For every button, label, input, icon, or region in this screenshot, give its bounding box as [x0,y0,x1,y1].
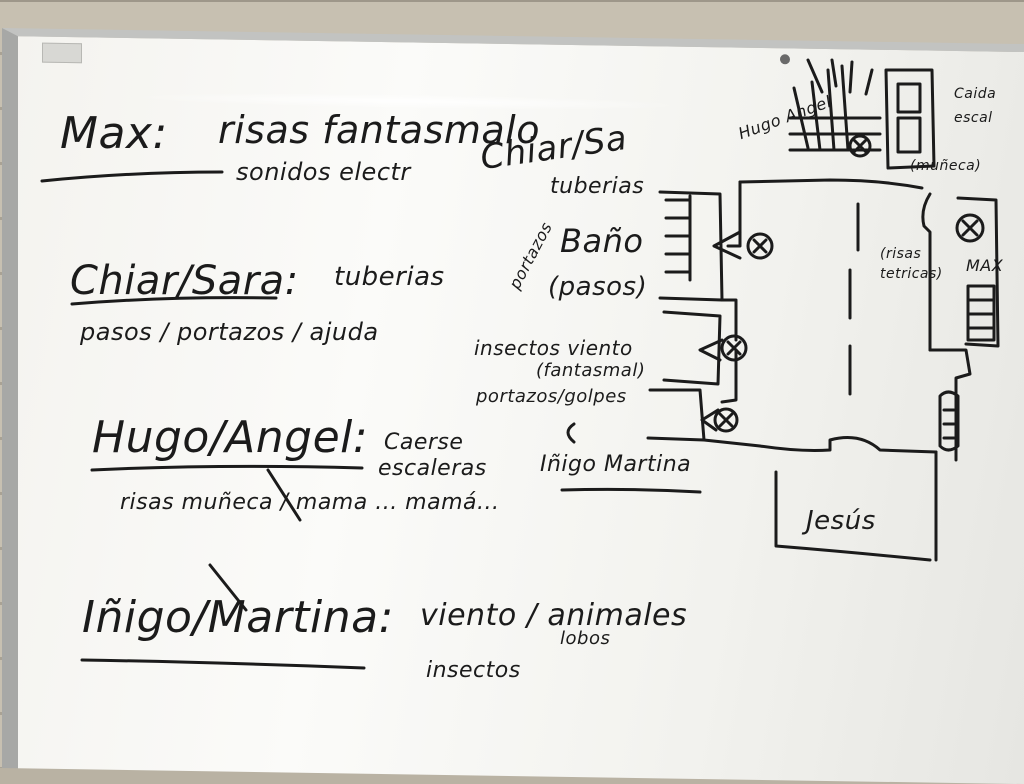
note-chiara-line1: tuberias [334,262,445,292]
note-max-line1: risas fantasmalo [218,108,540,152]
map-label-caida-b: escal [954,110,993,126]
note-chiara-line2: pasos / portazos / ajuda [80,318,379,346]
map-label-caida: Caida [954,86,997,102]
map-label-jesus: Jesús [806,506,876,536]
note-max-name: Max: [60,108,168,159]
note-max-line2: sonidos electr [236,158,411,186]
note-hugo-line2: risas muñeca / mama ... mamá... [120,490,500,515]
floor-plan-drawing [40,58,1000,670]
note-hugo-line1b: escaleras [378,456,487,481]
note-inigo-line1: viento / animales [420,598,688,633]
map-label-tuberias: tuberias [550,174,645,199]
map-label-muneca: (muñeca) [910,158,982,174]
map-label-portazos-golpes: portazos/golpes [476,386,627,407]
map-label-max: MAX [966,256,1004,275]
map-label-risas: (risas [880,246,922,262]
map-label-insectos-viento: insectos viento [474,336,633,360]
map-label-bano: Baño [560,222,644,260]
note-inigo-line2: insectos [426,658,521,683]
map-label-fantasmal: (fantasmal) [536,360,646,381]
map-label-pasos: (pasos) [548,272,648,302]
note-hugo-line1: Caerse [384,430,464,455]
map-label-inigo: Iñigo Martina [540,452,692,477]
map-label-risas-b: tetricas) [880,266,943,282]
note-inigo-line1b: lobos [560,628,611,649]
note-hugo-name: Hugo/Angel: [92,412,369,463]
